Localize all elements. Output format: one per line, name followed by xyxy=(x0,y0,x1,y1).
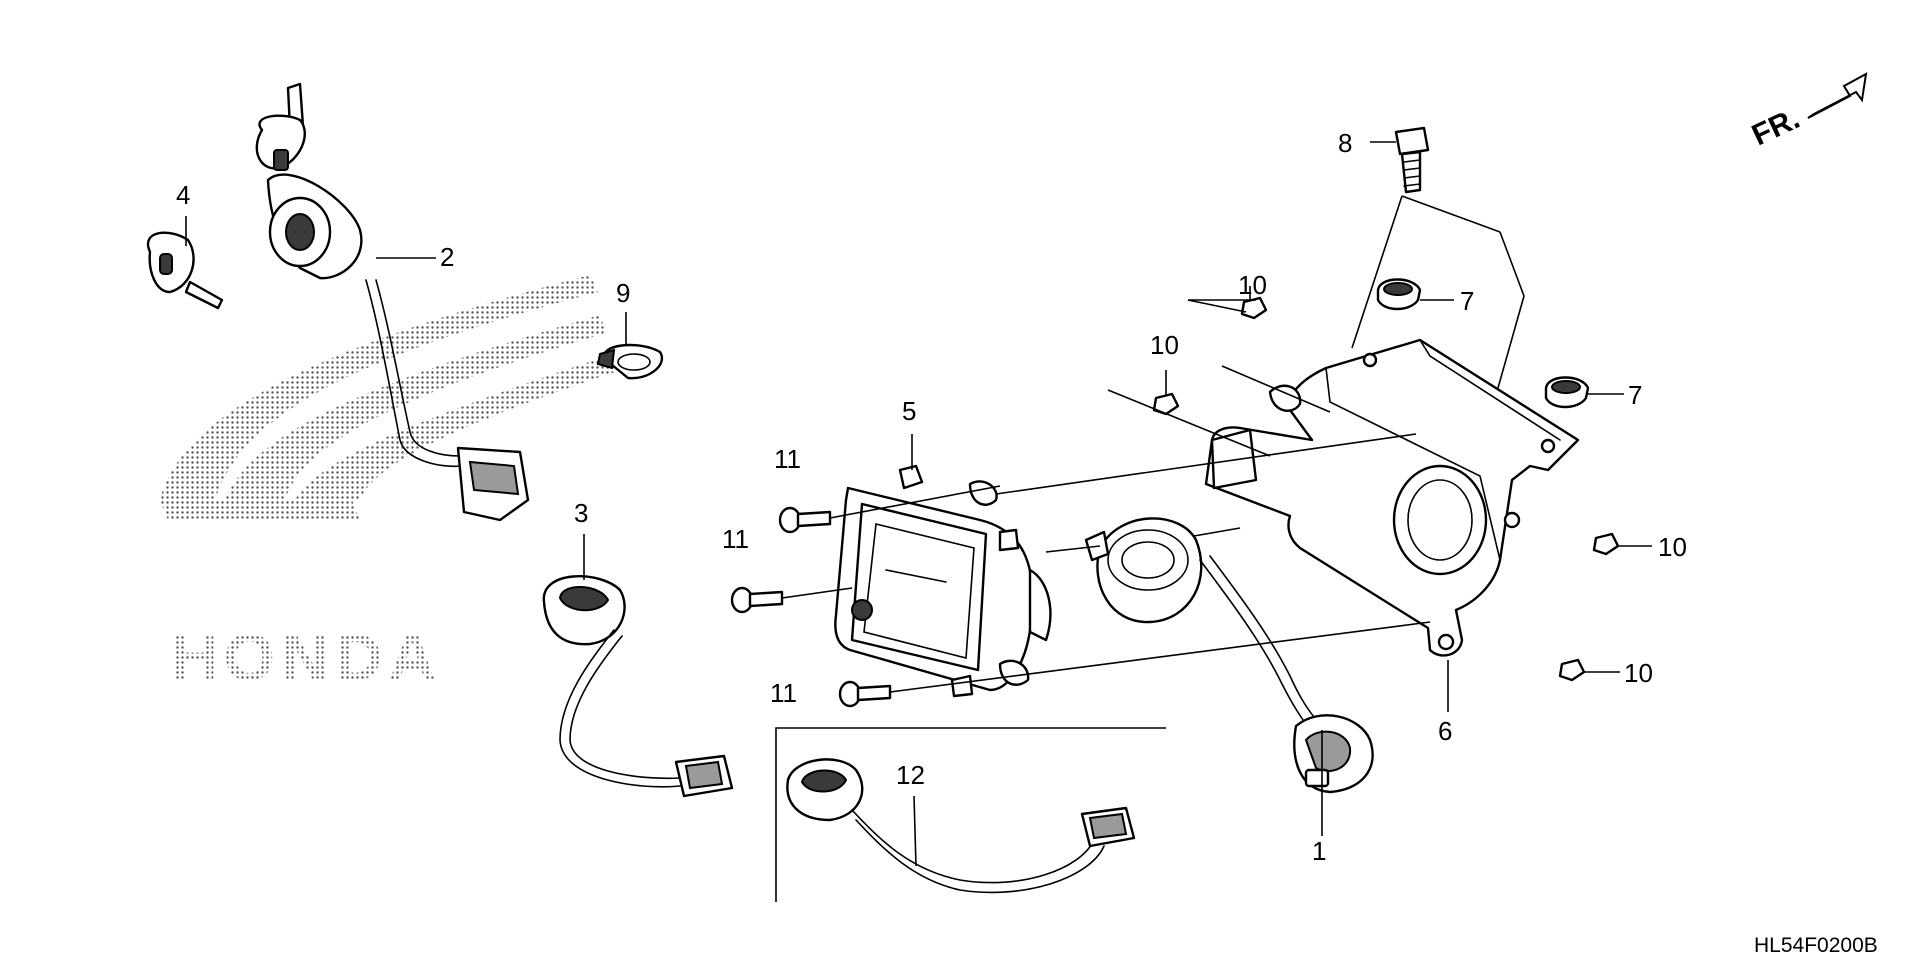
diagram-code: HL54F0200B xyxy=(1754,934,1878,957)
label-part-11-a: 11 xyxy=(774,444,801,474)
label-part-10-a: 10 xyxy=(1238,270,1267,300)
label-part-6: 6 xyxy=(1438,716,1452,746)
front-label: FR. xyxy=(1747,102,1805,152)
part-4-key xyxy=(146,231,224,310)
label-part-1: 1 xyxy=(1312,836,1326,866)
part-11-screw-upper xyxy=(778,506,832,534)
part-5-meter-housing xyxy=(834,464,1052,698)
arrow-icon xyxy=(1807,72,1868,119)
part-10-nut-d xyxy=(1558,658,1586,682)
part-2-ignition-switch xyxy=(255,82,530,522)
label-part-4: 4 xyxy=(176,180,190,210)
part-1-socket-harness xyxy=(1199,555,1374,794)
part-10-nut-b xyxy=(1152,392,1180,416)
honda-watermark-text: HONDA xyxy=(170,620,442,694)
honda-wing-watermark xyxy=(160,275,615,520)
label-part-7-lower: 7 xyxy=(1628,380,1642,410)
part-11-screw-lower xyxy=(838,680,892,708)
front-direction-arrow: FR. xyxy=(1747,72,1868,152)
label-part-8: 8 xyxy=(1338,128,1352,158)
socket-adapter xyxy=(1084,517,1203,624)
part-12-harness-alternate xyxy=(775,727,1166,902)
part-labels: 1 2 3 4 5 6 7 7 8 9 10 10 10 10 11 11 11… xyxy=(176,128,1687,866)
part-10-nut-a xyxy=(1240,296,1268,320)
part-9-clamp xyxy=(596,343,664,380)
label-part-11-c: 11 xyxy=(770,678,797,708)
label-part-10-d: 10 xyxy=(1624,658,1653,688)
label-part-11-b: 11 xyxy=(722,524,749,554)
part-7-grommet-upper xyxy=(1376,278,1422,311)
label-part-2: 2 xyxy=(440,242,454,272)
label-part-7-upper: 7 xyxy=(1460,286,1474,316)
label-part-10-b: 10 xyxy=(1150,330,1179,360)
label-part-12: 12 xyxy=(896,760,925,790)
part-10-nut-c xyxy=(1592,532,1620,556)
part-11-screw-middle xyxy=(730,586,784,614)
part-6-bracket xyxy=(1204,338,1580,657)
label-part-9: 9 xyxy=(616,278,630,308)
part-7-grommet-lower xyxy=(1544,376,1590,409)
label-part-5: 5 xyxy=(902,396,916,426)
label-part-3: 3 xyxy=(574,498,588,528)
part-3-harness xyxy=(542,575,734,798)
part-8-bolt xyxy=(1394,126,1430,194)
leader-lines xyxy=(185,141,1652,867)
label-part-10-c: 10 xyxy=(1658,532,1687,562)
